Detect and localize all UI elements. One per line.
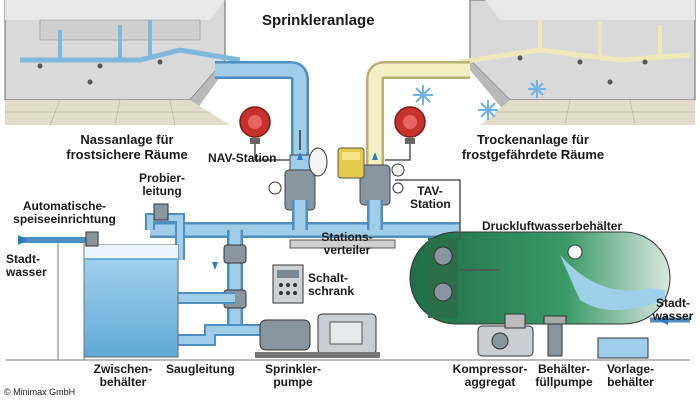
label-pressure-tank: Druckluftwasserbehälter <box>482 219 623 233</box>
sprinkler-pump <box>255 313 380 358</box>
label-wet-system: Nassanlage für frostsichere Räume <box>66 132 188 162</box>
label-dry-system: Trockenanlage für frostgefährdete Räume <box>461 132 605 162</box>
label-suction-line: Saugleitung <box>166 362 235 376</box>
control-cabinet <box>272 264 304 304</box>
tank-fill-pump <box>543 315 567 357</box>
label-fill-pump: Behälter- füllpumpe <box>535 362 593 389</box>
label-station-distributor: Stations- verteiler <box>321 230 373 257</box>
supply-tank <box>597 337 649 359</box>
compressor-unit <box>477 313 534 357</box>
label-sprinkler-pump: Sprinkler- pumpe <box>264 362 321 389</box>
label-control-cabinet: Schalt- schrank <box>308 271 355 298</box>
label-intermediate-tank: Zwischen- behälter <box>93 362 153 389</box>
label-tav-station: TAV- Station <box>410 184 451 211</box>
label-nav-station: NAV-Station <box>208 151 277 165</box>
wet-room <box>4 0 241 126</box>
label-compressor: Kompressor- aggregat <box>452 362 528 389</box>
pressure-tank <box>409 231 671 325</box>
snowflake-icon <box>413 80 546 120</box>
intermediate-tank <box>20 231 179 361</box>
dry-room <box>413 0 696 126</box>
label-city-water-left: Stadt- wasser <box>6 252 47 279</box>
label-city-water-right: Stadt- wasser <box>652 296 694 323</box>
diagram-title: Sprinkleranlage <box>262 12 375 29</box>
copyright: © Minimax GmbH <box>4 387 76 397</box>
label-test-line: Probier- leitung <box>138 171 185 198</box>
tav-station-valves <box>337 147 405 206</box>
flow-arrows <box>18 152 668 325</box>
label-auto-feed: Automatische- speiseeinrichtung <box>13 199 116 226</box>
alarm-bell-icon <box>239 106 426 144</box>
label-supply-tank: Vorlage- behälter <box>606 362 655 389</box>
